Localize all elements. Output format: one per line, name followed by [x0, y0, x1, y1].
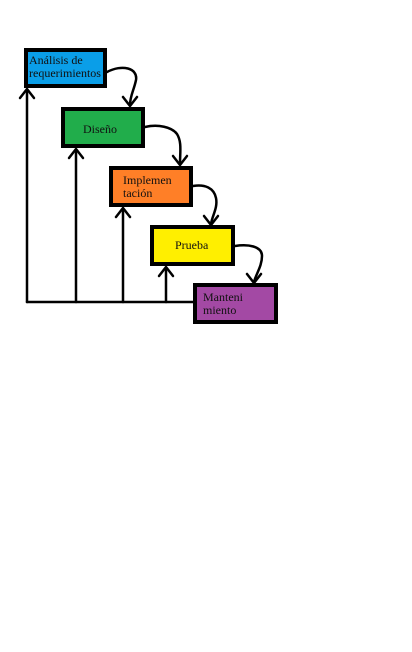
- arrowhead-diseno: [121, 95, 139, 108]
- arrowhead-feedback-diseno: [67, 147, 85, 160]
- stage-diseno-box: Diseño: [61, 107, 145, 148]
- arrowhead-implementacion: [171, 154, 189, 167]
- stage-implementacion-box: Implemen tación: [109, 166, 193, 207]
- stage-diseno-label: Diseño: [83, 122, 117, 136]
- feedback-connectors: [18, 87, 195, 304]
- stage-implementacion-label: Implemen tación: [123, 173, 172, 200]
- stage-mantenimiento-box: Manteni miento: [193, 283, 278, 324]
- stage-prueba-box: Prueba: [150, 225, 235, 266]
- edge-analisis-to-diseno: [105, 66, 138, 107]
- stage-analisis-box: Análisis de requerimientos: [24, 48, 107, 88]
- edge-implementacion-to-prueba: [191, 184, 218, 226]
- stage-mantenimiento-label: Manteni miento: [203, 290, 243, 317]
- arrowhead-feedback-prueba: [157, 265, 175, 278]
- edge-prueba-to-mantenimiento: [233, 244, 264, 284]
- stage-analisis-label: Análisis de requerimientos: [29, 53, 101, 80]
- arrowhead-feedback-implementacion: [114, 206, 132, 219]
- edge-diseno-to-implementacion: [143, 124, 182, 166]
- stage-prueba-label: Prueba: [175, 238, 209, 252]
- arrowhead-feedback-analisis: [18, 87, 36, 100]
